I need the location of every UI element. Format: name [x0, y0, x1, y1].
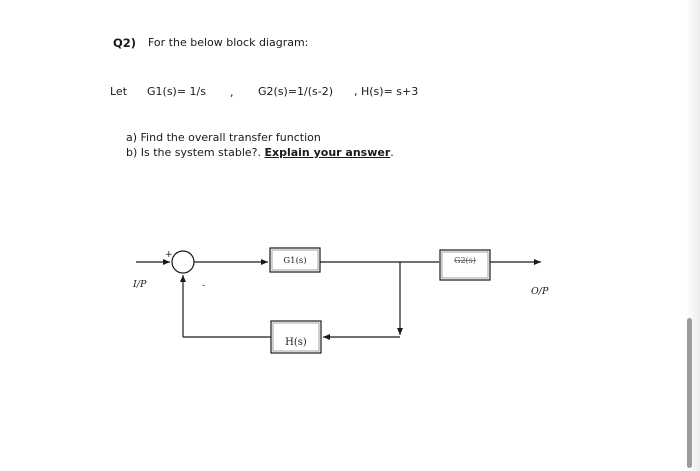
minus-sign: - [202, 281, 205, 291]
g1-definition: G1(s)= 1/s [147, 85, 206, 98]
g2-block-label: G2(s) [454, 256, 476, 265]
question-number: Q2) [113, 36, 137, 50]
g1-block-inner [271, 249, 319, 271]
summing-junction [171, 250, 195, 274]
scrollbar-thumb[interactable] [687, 318, 692, 468]
plus-sign: + [165, 250, 173, 260]
part-a-text: a) Find the overall transfer function [126, 131, 321, 144]
h-block-inner [272, 322, 320, 352]
let-label: Let [110, 85, 128, 98]
part-b-text: b) Is the system stable?. Explain your a… [126, 146, 394, 159]
part-b-emphasis: Explain your answer [264, 146, 391, 159]
question-prompt: For the below block diagram: [148, 36, 309, 49]
g2-block-inner [441, 251, 489, 279]
h-definition: , H(s)= s+3 [354, 85, 419, 98]
output-label: O/P [531, 286, 549, 297]
input-label: I/P [132, 279, 147, 290]
g1-block-label: G1(s) [283, 255, 306, 266]
h-block [270, 320, 322, 354]
g2-block [439, 249, 491, 281]
part-b-suffix: . [390, 146, 394, 159]
separator-comma: , [230, 86, 234, 99]
g2-definition: G2(s)=1/(s-2) [258, 85, 334, 98]
part-b-prefix: b) Is the system stable?. [126, 146, 265, 159]
g1-block [269, 247, 321, 273]
h-block-label: H(s) [285, 337, 307, 348]
